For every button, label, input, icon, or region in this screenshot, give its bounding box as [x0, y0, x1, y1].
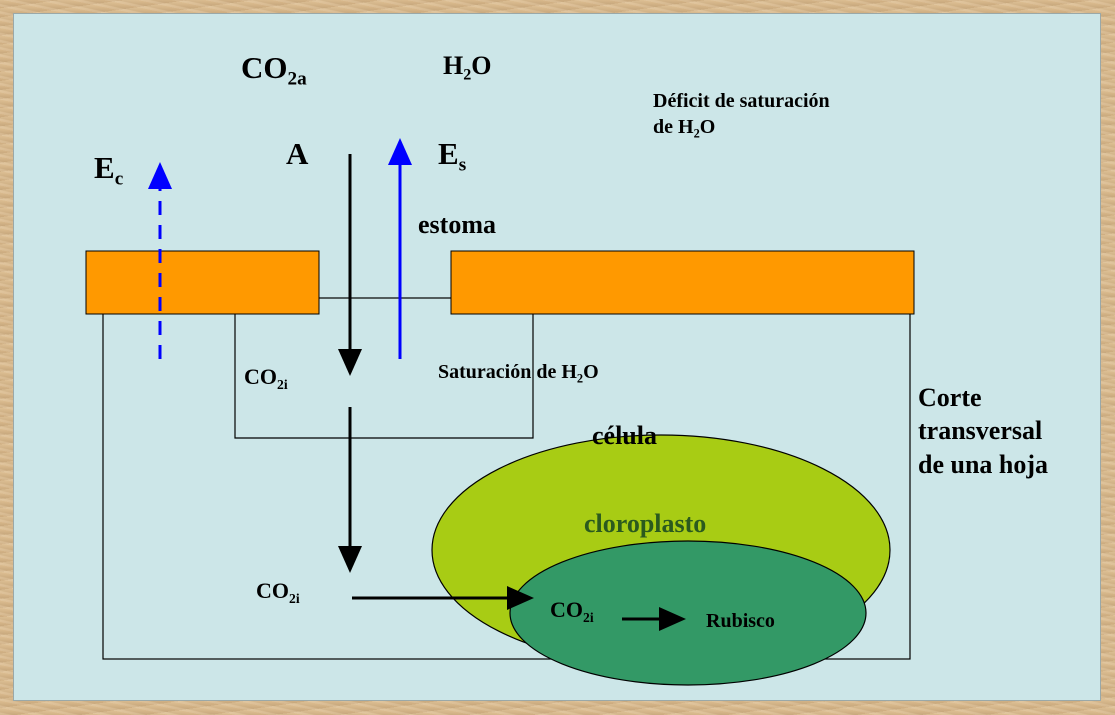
- ec-label: Ec: [94, 150, 124, 190]
- epidermis-left: [85, 250, 320, 315]
- co2a-label: CO2a: [241, 50, 307, 90]
- corte-transversal-label: Corte transversal de una hoja: [918, 383, 1049, 479]
- substomatal-chamber: [234, 298, 534, 439]
- leaf-cross-section-drawing: [85, 138, 915, 686]
- a-label: A: [286, 136, 309, 171]
- epidermis-right: [450, 250, 915, 315]
- celula-label: célula: [592, 421, 657, 450]
- cloroplasto-label: cloroplasto: [584, 509, 707, 538]
- saturacion-label: Saturación de H2O: [438, 361, 599, 386]
- co2i-lower-label: CO2i: [256, 578, 300, 606]
- diagram-slide: CO2a H2O Déficit de saturación de H2O Ec…: [13, 13, 1101, 701]
- h2o-label: H2O: [443, 51, 492, 84]
- estoma-label: estoma: [418, 210, 496, 239]
- co2i-upper-label: CO2i: [244, 364, 288, 392]
- es-label: Es: [438, 136, 467, 176]
- co2i-inner-label: CO2i: [550, 597, 594, 625]
- deficit-label: Déficit de saturación de H2O: [653, 90, 830, 140]
- rubisco-label: Rubisco: [706, 610, 775, 632]
- chloroplast-ellipse: [509, 540, 867, 686]
